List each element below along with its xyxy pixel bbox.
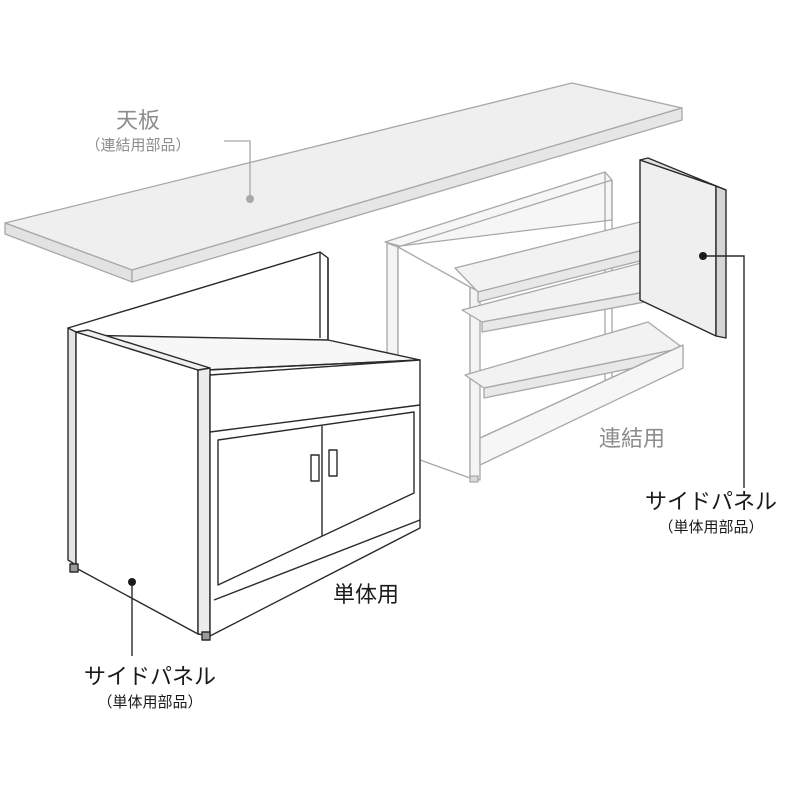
side-panel-right-title: サイドパネル — [645, 490, 777, 515]
top-board — [4, 82, 683, 283]
side-panel-right-subtitle: （単体用部品） — [658, 518, 763, 536]
leader-side-panel-left — [128, 578, 136, 656]
connected-label: 連結用 — [599, 427, 665, 452]
side-panel-left-title: サイドパネル — [84, 665, 216, 690]
single-cabinet — [67, 251, 421, 641]
side-panel-right — [639, 157, 727, 339]
leader-side-panel-right — [699, 252, 745, 488]
side-panel-left-subtitle: （単体用部品） — [97, 693, 202, 711]
top-board-subtitle: （連結用部品） — [85, 136, 190, 154]
single-label: 単体用 — [333, 583, 399, 608]
leader-top-board — [224, 140, 254, 203]
top-board-title: 天板 — [116, 109, 160, 134]
